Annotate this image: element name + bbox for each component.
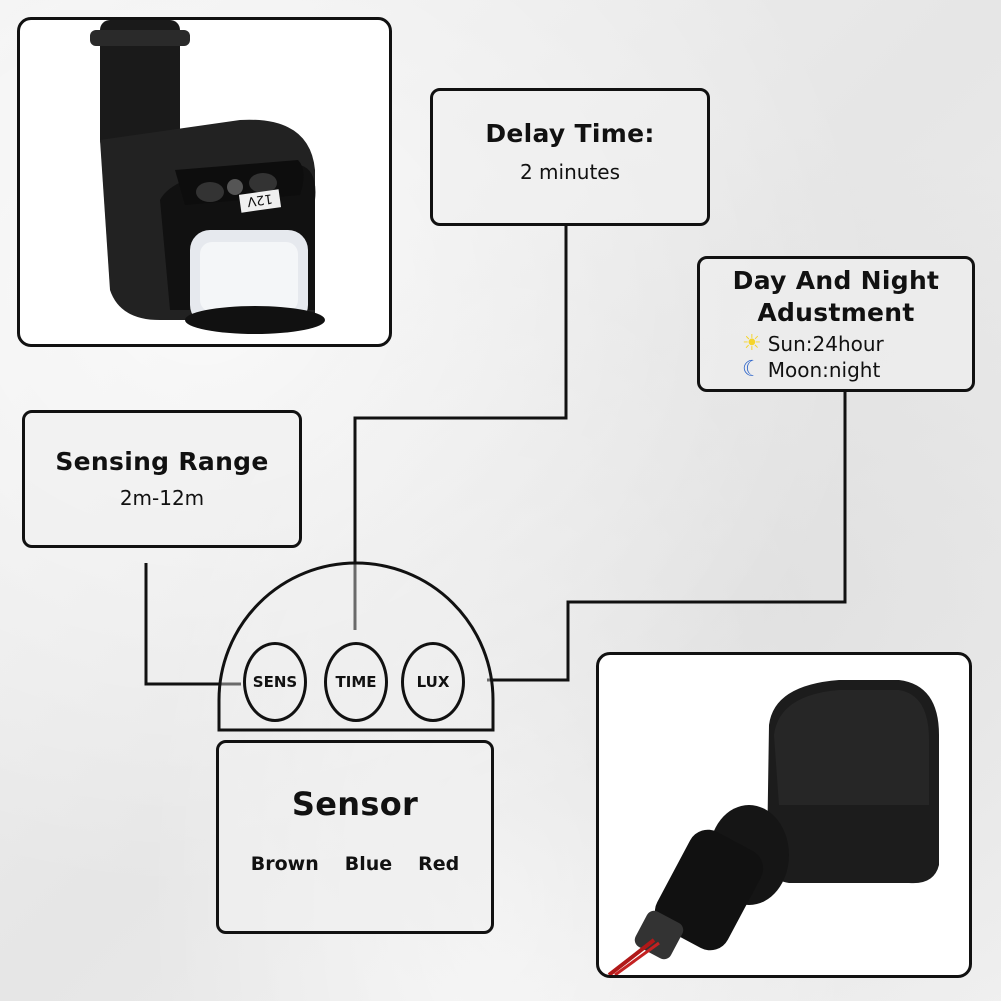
wire-red-label: Red [418, 853, 460, 875]
sensing-range-value: 2m-12m [119, 486, 205, 510]
moon-icon: ☾ [742, 357, 762, 382]
day-night-box: Day And Night Adustment ☀ Sun:24hour ☾ M… [697, 256, 975, 392]
sens-knob-label: SENS [252, 673, 298, 691]
product-photo-bottom [596, 652, 972, 978]
sens-knob[interactable]: SENS [243, 642, 307, 722]
sun-icon: ☀ [742, 331, 762, 356]
sensor-photo-icon: 12V [90, 20, 325, 334]
sensor-title: Sensor [291, 785, 419, 823]
moon-label: Moon:night [767, 358, 881, 382]
time-knob-label: TIME [335, 673, 377, 691]
lux-knob[interactable]: LUX [401, 642, 465, 722]
product-photo-top: 12V [17, 17, 392, 347]
svg-text:12V: 12V [246, 190, 273, 208]
sensor-mount-photo-icon [607, 680, 939, 975]
day-night-title-line2: Adustment [757, 298, 915, 327]
delay-time-title: Delay Time: [485, 119, 655, 148]
sensing-range-title: Sensing Range [55, 447, 269, 476]
delay-time-box: Delay Time: 2 minutes [430, 88, 710, 226]
wire-blue-label: Blue [344, 853, 393, 875]
day-night-title-line1: Day And Night [732, 266, 940, 295]
sensing-range-box: Sensing Range 2m-12m [22, 410, 302, 548]
wire-brown-label: Brown [250, 853, 319, 875]
sensor-box: Sensor Brown Blue Red [216, 740, 494, 934]
sun-label: Sun:24hour [767, 332, 884, 356]
lux-knob-label: LUX [416, 673, 450, 691]
delay-time-value: 2 minutes [519, 160, 621, 184]
time-knob[interactable]: TIME [324, 642, 388, 722]
